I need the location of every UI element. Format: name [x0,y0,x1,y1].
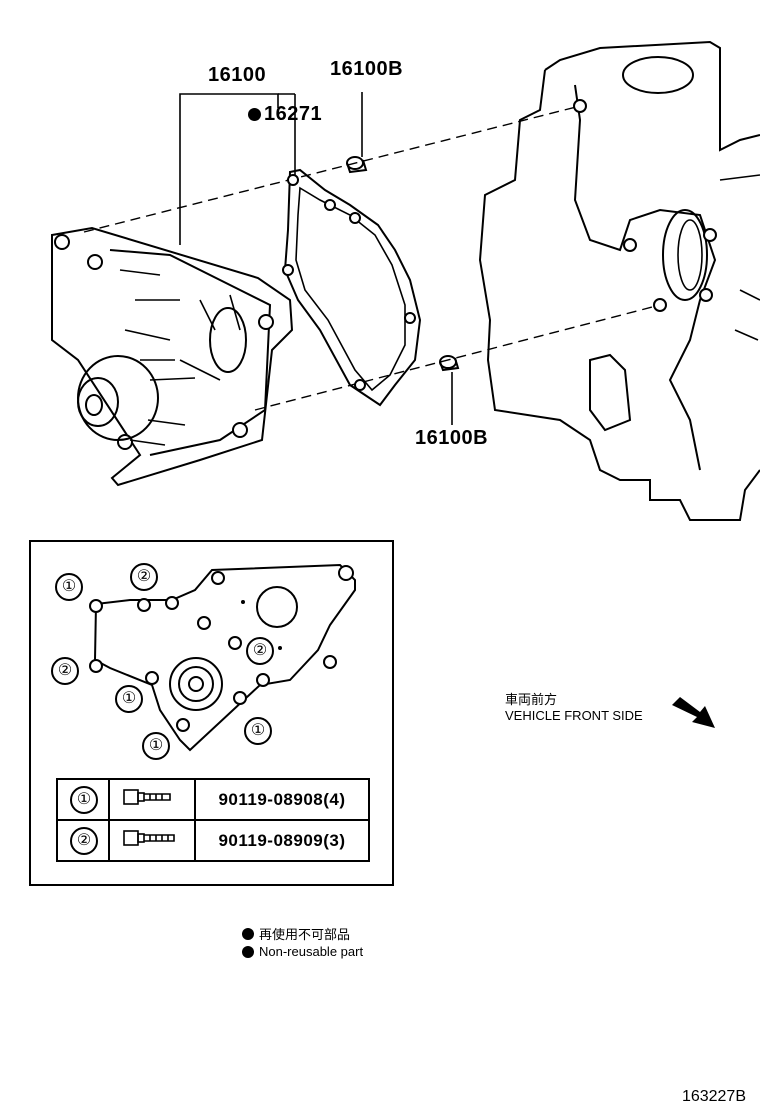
non-reusable-dot-icon [248,108,261,121]
bolt-marker-1d: ① [244,717,272,745]
table-row: ② 90119-08909(3) [56,819,370,862]
bolt-marker-1c: ① [142,732,170,760]
legend-en-text: Non-reusable part [259,944,364,959]
table-marker-1: ① [70,785,98,814]
callout-gasket-label: 16271 [264,103,323,125]
table-row: ① 90119-08908(4) [56,778,370,821]
vehicle-front-en: VEHICLE FRONT SIDE [505,708,643,723]
alignment-lines [83,105,661,411]
vehicle-front-jp: 車両前方 [505,692,558,707]
table-marker-2: ② [70,826,98,855]
bolt-part-number: 90119-08909(3) [194,819,370,862]
legend-jp: 再使用不可部品 [242,924,350,943]
legend-en: Non-reusable part [242,944,363,959]
bolt-marker-2b: ② [51,657,79,685]
exploded-view-drawing [51,40,760,521]
figure-number: 163227B [681,1088,746,1105]
engine-block [478,40,760,521]
callout-dowel-lower: 16100B [415,427,489,449]
bolt-marker-1a: ① [55,573,83,601]
legend-jp-text: 再使用不可部品 [259,927,351,942]
bolt-table: ① 90119-08908(4) ② 90119-08909(3) [56,778,370,862]
non-reusable-dot-icon [242,927,254,940]
bolt-marker-2c: ② [246,637,274,665]
water-pump [51,226,294,487]
callout-water-pump: 16100 [208,64,267,86]
dowel-upper [346,156,368,174]
pump-outline-inset [89,563,356,752]
callout-dowel-upper: 16100B [330,58,404,80]
bolt-icon [123,789,171,805]
bolt-marker-2a: ② [130,563,158,591]
bolt-marker-1b: ① [115,685,143,713]
bolt-icon [123,830,175,846]
bolt-part-number: 90119-08908(4) [194,778,370,821]
non-reusable-dot-icon [242,945,254,958]
callout-gasket: 16271 [248,103,322,126]
gasket [282,168,422,407]
bolt-location-inset [29,540,394,886]
leader-16100 [179,93,296,245]
dowel-lower [439,355,460,372]
